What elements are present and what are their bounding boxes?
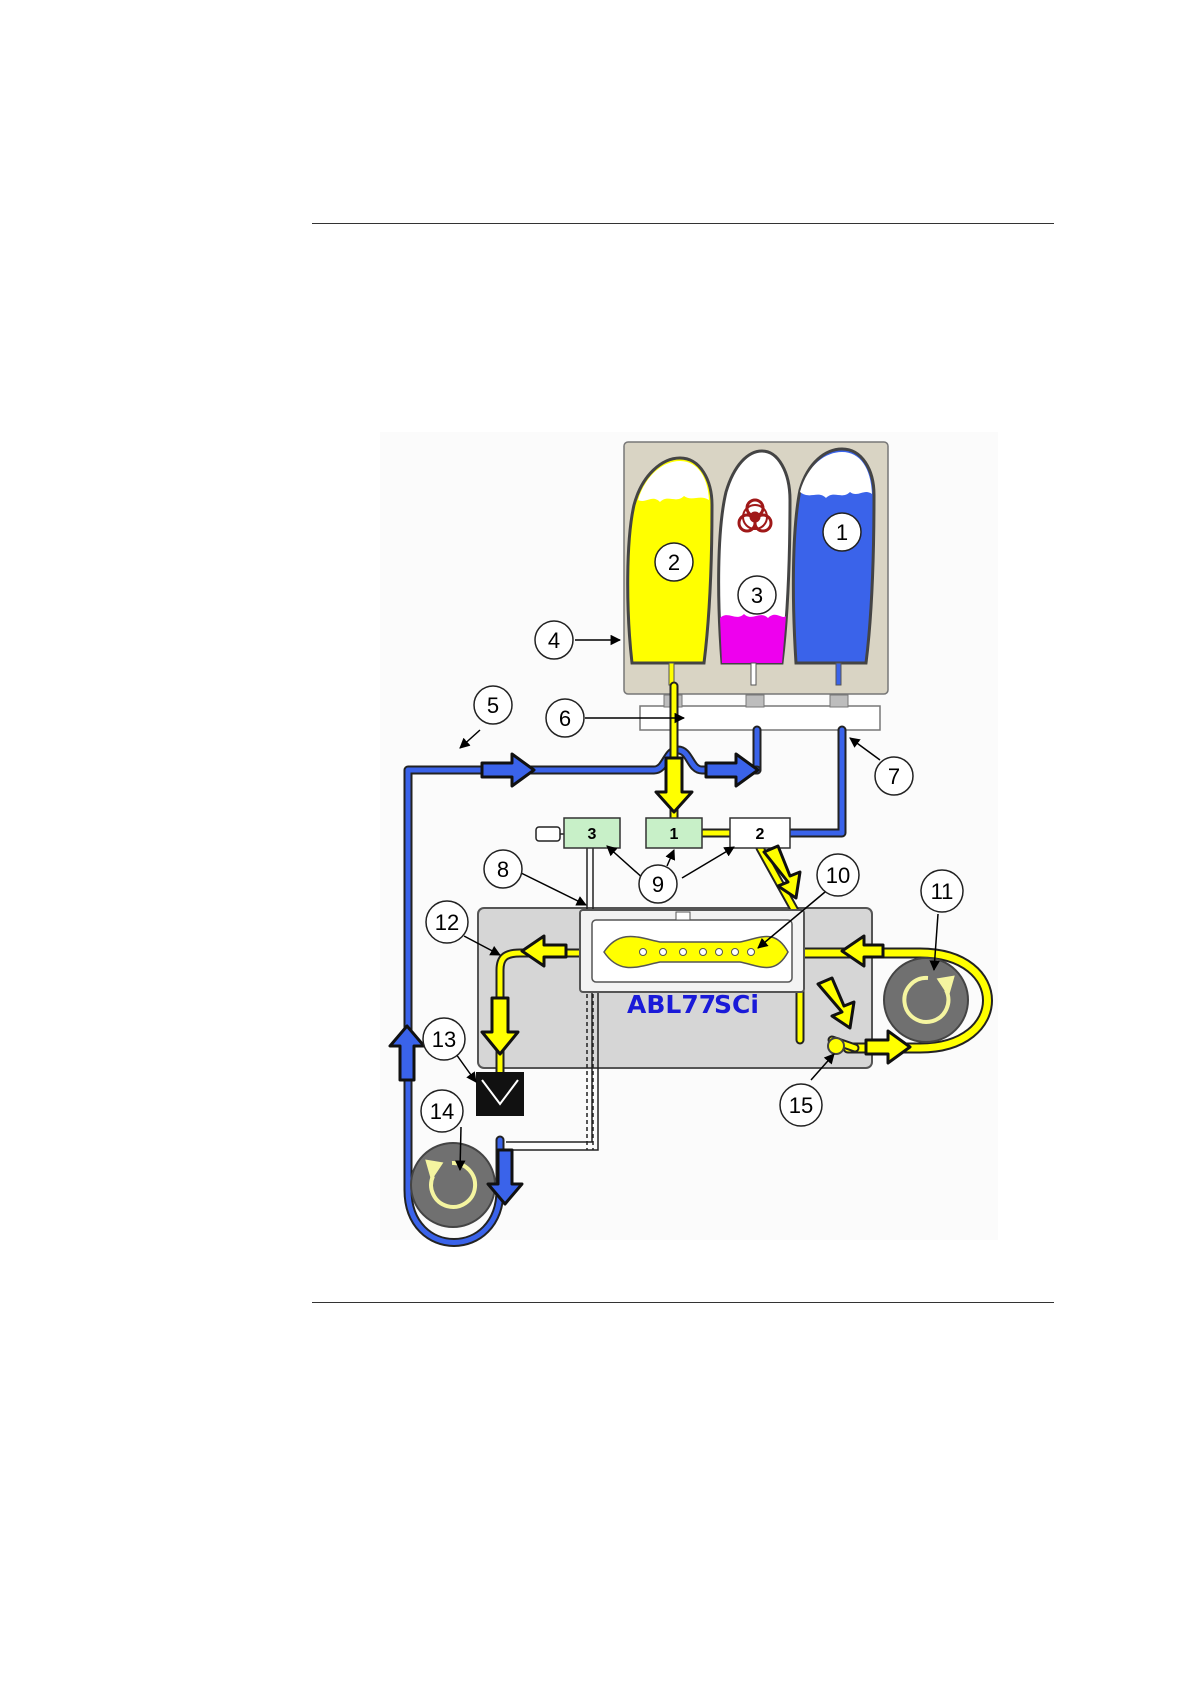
callout-12: 12 xyxy=(426,901,468,943)
callout-14: 14 xyxy=(421,1090,463,1132)
valve-2: 2 xyxy=(730,818,790,848)
svg-text:4: 4 xyxy=(548,628,560,653)
svg-text:9: 9 xyxy=(652,872,664,897)
svg-text:15: 15 xyxy=(789,1093,813,1118)
callout-7: 7 xyxy=(875,757,913,795)
svg-text:1: 1 xyxy=(670,826,679,843)
callout-15: 15 xyxy=(780,1084,822,1126)
valve-3: 3 xyxy=(564,818,620,848)
svg-text:3: 3 xyxy=(588,826,597,843)
sensor-cassette xyxy=(580,910,804,992)
svg-text:3: 3 xyxy=(751,583,763,608)
junction xyxy=(828,1038,844,1054)
callout-6: 6 xyxy=(546,699,584,737)
callout-3: 3 xyxy=(738,576,776,614)
callout-13: 13 xyxy=(423,1018,465,1060)
callout-8: 8 xyxy=(484,850,522,888)
callout-4: 4 xyxy=(535,621,573,659)
svg-text:2: 2 xyxy=(668,550,680,575)
bag-connector xyxy=(830,695,848,707)
svg-text:13: 13 xyxy=(432,1027,456,1052)
svg-text:10: 10 xyxy=(826,863,850,888)
svg-text:2: 2 xyxy=(756,826,765,843)
callout-5: 5 xyxy=(474,686,512,724)
svg-text:11: 11 xyxy=(931,879,954,904)
callout-2: 2 xyxy=(655,543,693,581)
brand-suffix: SCi xyxy=(714,990,759,1019)
svg-text:14: 14 xyxy=(430,1099,454,1124)
svg-text:8: 8 xyxy=(497,857,509,882)
reagent-bag-blue xyxy=(793,449,874,685)
callout-10: 10 xyxy=(817,854,859,896)
callout-11: 11 xyxy=(921,870,963,912)
svg-text:5: 5 xyxy=(487,693,499,718)
valve-1: 1 xyxy=(646,818,702,848)
bottom-rule xyxy=(312,1302,1054,1303)
svg-text:12: 12 xyxy=(435,910,459,935)
bag-connector xyxy=(746,695,764,707)
svg-text:6: 6 xyxy=(559,706,571,731)
brand-model: ABL77 xyxy=(627,990,716,1019)
svg-text:7: 7 xyxy=(888,764,900,789)
callout-9: 9 xyxy=(639,865,677,903)
callout-1: 1 xyxy=(823,513,861,551)
check-valve xyxy=(476,1072,524,1116)
waste-bag xyxy=(719,451,790,685)
pump-right xyxy=(884,958,968,1042)
pump-left xyxy=(411,1143,495,1227)
svg-text:1: 1 xyxy=(836,520,848,545)
